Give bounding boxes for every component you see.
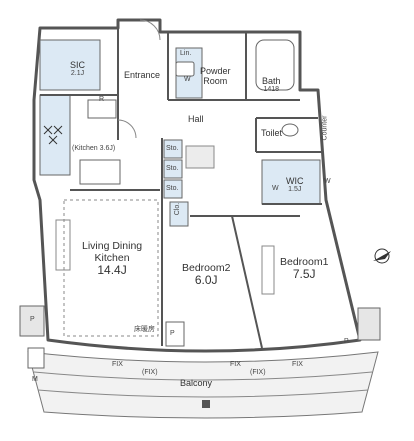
fix-label-4: (FIX) bbox=[250, 369, 266, 376]
bedroom1-label: Bedroom1 7.5J bbox=[280, 256, 328, 282]
ldk-line2: Kitchen bbox=[94, 252, 130, 265]
toilet-bowl bbox=[281, 123, 299, 137]
wic-name: WIC bbox=[286, 176, 304, 186]
ldk-window-frame bbox=[55, 219, 71, 271]
entrance-door bbox=[139, 19, 161, 41]
m-box bbox=[27, 347, 45, 369]
pillar-right bbox=[357, 307, 381, 341]
bed1-window-frame bbox=[261, 245, 275, 295]
bathtub bbox=[255, 39, 295, 91]
hall-door bbox=[117, 119, 137, 139]
entrance-label: Entrance bbox=[124, 70, 161, 80]
bedroom2-size: 6.0J bbox=[194, 273, 218, 288]
bedroom2-name: Bedroom2 bbox=[182, 262, 231, 274]
r-label: R bbox=[99, 96, 105, 103]
m-label: M bbox=[32, 376, 38, 383]
sic-area bbox=[39, 39, 101, 91]
bath-size: 1418 bbox=[263, 86, 280, 94]
balcony-area bbox=[27, 351, 379, 419]
sic-size: 2.1J bbox=[70, 70, 85, 78]
floor-heating-zone bbox=[63, 199, 159, 337]
bedroom1-size: 7.5J bbox=[292, 267, 316, 282]
fix-label-2: (FIX) bbox=[142, 369, 158, 376]
powder-line2: Room bbox=[203, 76, 228, 87]
kitchen-island bbox=[79, 159, 121, 185]
bedroom1-name: Bedroom1 bbox=[280, 256, 329, 268]
storage-3 bbox=[163, 179, 183, 199]
lin-label: Lin. bbox=[180, 50, 192, 57]
floor-heating-label: 床暖房 bbox=[134, 326, 155, 333]
sto-label-1: Sto. bbox=[166, 145, 179, 152]
wic-w-left: W bbox=[272, 185, 279, 192]
outer-wall bbox=[32, 18, 362, 353]
toilet-sink bbox=[175, 61, 195, 77]
bedroom2-label: Bedroom2 6.0J bbox=[182, 262, 230, 288]
storage-1 bbox=[163, 139, 183, 159]
sic-name: SIC bbox=[70, 60, 86, 70]
sto-label-3: Sto. bbox=[166, 185, 179, 192]
kitchen-sub-label: (Kitchen 3.6J) bbox=[72, 145, 116, 152]
fix-label-1: FIX bbox=[112, 361, 123, 368]
balcony-rail-2 bbox=[37, 389, 369, 398]
balcony-label: Balcony bbox=[180, 378, 213, 388]
p-label-left: P bbox=[30, 316, 35, 323]
ldk-line1: Living Dining bbox=[82, 240, 143, 252]
sic-label: SIC 2.1J bbox=[70, 60, 85, 78]
fix-label-5: FIX bbox=[292, 361, 303, 368]
p-label-right: P bbox=[344, 338, 349, 345]
wic-label: WIC 1.5J bbox=[286, 176, 304, 194]
sto-label-2: Sto. bbox=[166, 165, 179, 172]
hall-column bbox=[185, 145, 215, 169]
north-arrow-icon bbox=[373, 248, 391, 264]
wic-size: 1.5J bbox=[288, 186, 302, 194]
ldk-label: Living Dining Kitchen 14.4J bbox=[82, 240, 142, 278]
bath-label: Bath 1418 bbox=[262, 76, 281, 94]
balcony-rail bbox=[33, 371, 373, 381]
p-box-bed2 bbox=[165, 321, 185, 347]
powder-line1: Powder bbox=[200, 66, 231, 76]
wic-w-right: W bbox=[324, 178, 331, 185]
w-label: W bbox=[184, 76, 191, 83]
balcony-drain bbox=[202, 400, 210, 408]
wic-area bbox=[261, 159, 321, 205]
clo-label: Clo. bbox=[174, 202, 182, 216]
wall-bed2-right bbox=[231, 215, 263, 349]
cooktop bbox=[43, 125, 63, 145]
toilet-label: Toilet bbox=[261, 128, 283, 138]
storage-2 bbox=[163, 159, 183, 179]
pillar-left bbox=[19, 305, 45, 337]
refrigerator bbox=[87, 99, 117, 119]
hall-label: Hall bbox=[188, 114, 204, 124]
kitchen-counter bbox=[39, 94, 71, 176]
closet bbox=[169, 201, 189, 227]
p-label-bed2: P bbox=[170, 330, 175, 337]
powder-room-label: Powder Room bbox=[200, 66, 231, 87]
counter-label: Counter bbox=[321, 115, 329, 141]
fix-label-3: FIX bbox=[230, 361, 241, 368]
ldk-size: 14.4J bbox=[97, 263, 127, 278]
bath-name: Bath bbox=[262, 76, 281, 86]
